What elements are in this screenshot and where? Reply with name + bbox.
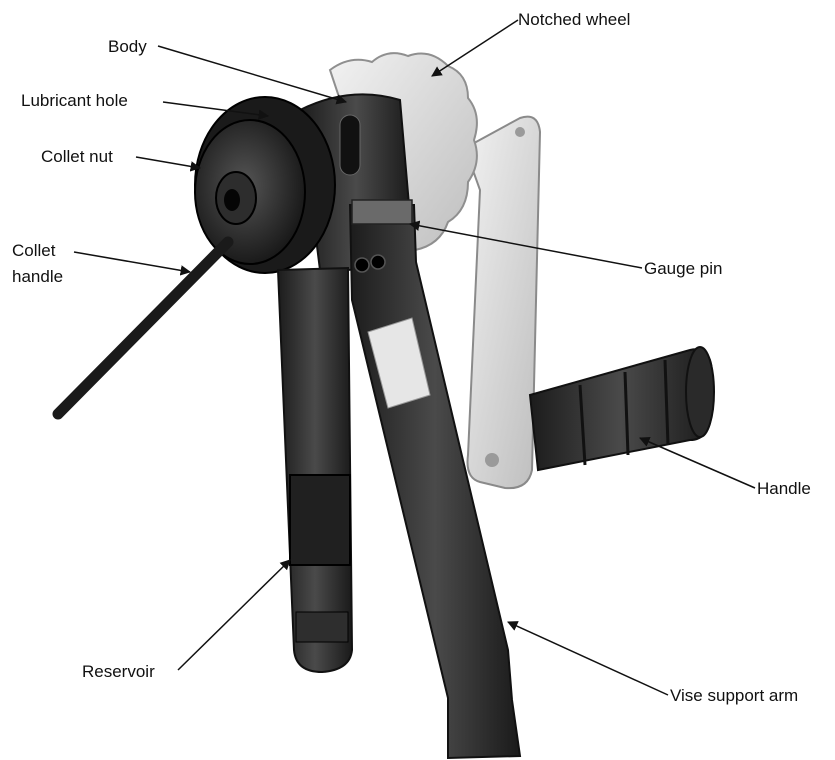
label-collet-nut: Collet nut <box>41 147 113 166</box>
label-body: Body <box>108 37 147 56</box>
reservoir-body <box>276 266 354 674</box>
label-collet-handle-line2: handle <box>12 267 64 286</box>
label-notched-wheel: Notched wheel <box>518 10 631 29</box>
label-collet-handle-line1: Collet <box>12 241 56 260</box>
label-handle: Handle <box>757 479 811 498</box>
leader-lines <box>73 19 756 696</box>
handle-grip <box>528 346 715 472</box>
label-vise-support-arm: Vise support arm <box>670 686 799 705</box>
leader-collet-handle <box>73 251 192 276</box>
leader-notched-wheel <box>431 19 519 77</box>
leader-gauge-pin <box>408 220 643 269</box>
label-lubricant-hole: Lubricant hole <box>21 91 128 110</box>
gauge-pin-block <box>351 199 413 225</box>
label-reservoir: Reservoir <box>82 662 155 681</box>
leader-reservoir <box>177 559 291 671</box>
crank-arm <box>463 115 542 490</box>
leader-collet-nut <box>135 156 202 172</box>
leader-body <box>157 45 348 105</box>
leader-handle <box>639 436 756 489</box>
leader-lubricant-hole <box>162 101 270 120</box>
leader-vise-support-arm <box>507 621 669 696</box>
collet-nut <box>194 96 336 274</box>
label-collet-handle: Collet handle <box>12 238 102 290</box>
collet-handle-rod <box>52 236 234 420</box>
vise-support-arm <box>348 204 522 760</box>
label-gauge-pin: Gauge pin <box>644 259 723 278</box>
